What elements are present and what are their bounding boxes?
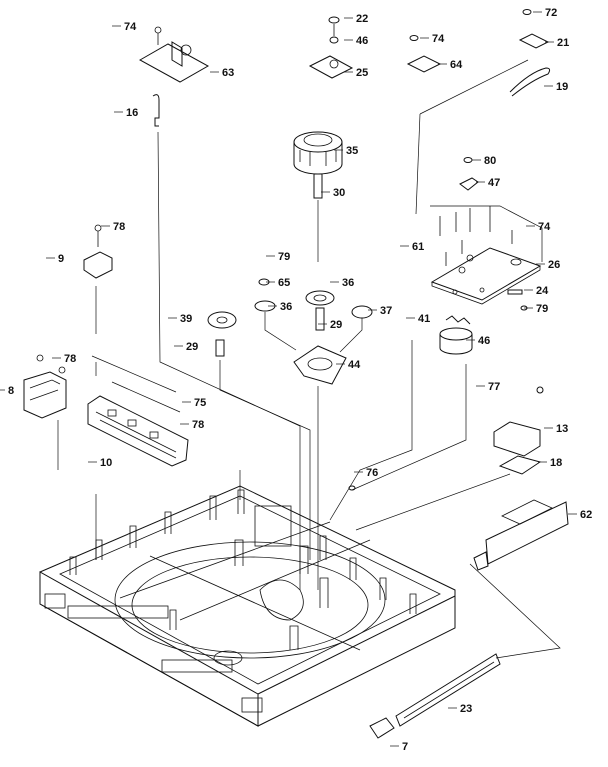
part-label-p76: 76 [366, 467, 378, 479]
part-label-p80: 80 [484, 155, 496, 167]
part-label-p78a: 78 [113, 221, 125, 233]
part-label-p46a: 46 [356, 35, 368, 47]
part-21-19 [509, 9, 551, 97]
part-label-p77: 77 [488, 381, 500, 393]
part-label-p8: 8 [8, 385, 14, 397]
part-label-p78c: 78 [192, 419, 204, 431]
part-9 [83, 224, 113, 279]
part-13-18 [493, 386, 544, 475]
part-label-p21: 21 [557, 37, 569, 49]
part-label-p47: 47 [488, 177, 500, 189]
part-label-p35: 35 [346, 145, 358, 157]
part-label-p41: 41 [418, 313, 430, 325]
part-label-p74b: 74 [432, 33, 445, 45]
part-label-p46b: 46 [478, 335, 490, 347]
part-44-group [254, 278, 373, 385]
part-62-board [473, 499, 569, 571]
part-label-p37: 37 [380, 305, 392, 317]
chassis-tray [39, 485, 456, 727]
part-25-assembly [308, 16, 354, 79]
part-47 [459, 157, 479, 191]
part-10-panel [87, 355, 189, 467]
part-label-p36a: 36 [342, 277, 354, 289]
part-label-p63: 63 [222, 67, 234, 79]
part-label-p24: 24 [536, 285, 549, 297]
part-label-p18: 18 [550, 457, 562, 469]
part-label-p79a: 79 [278, 251, 290, 263]
part-label-p72: 72 [545, 7, 557, 19]
part-label-p75: 75 [194, 397, 206, 409]
part-label-p23: 23 [460, 703, 472, 715]
part-label-p13: 13 [556, 423, 568, 435]
part-label-p19: 19 [556, 81, 568, 93]
part-label-p22: 22 [356, 13, 368, 25]
part-label-p61: 61 [412, 241, 424, 253]
part-label-p25: 25 [356, 67, 368, 79]
part-label-p62: 62 [580, 509, 592, 521]
part-label-p26: 26 [548, 259, 560, 271]
part-label-p10: 10 [100, 457, 112, 469]
part-label-p7: 7 [402, 741, 408, 753]
part-label-p44: 44 [348, 359, 361, 371]
part-label-p29a: 29 [330, 319, 342, 331]
part-39 [207, 311, 237, 357]
part-label-p39: 39 [180, 313, 192, 325]
part-63-bracket [138, 26, 210, 83]
part-26-plate [430, 205, 543, 305]
part-46-motor [439, 315, 473, 355]
part-label-p64: 64 [450, 59, 463, 71]
part-label-p65: 65 [278, 277, 290, 289]
part-label-p79b: 79 [536, 303, 548, 315]
part-label-p36b: 36 [280, 301, 292, 313]
part-16-spring [152, 94, 160, 127]
part-label-p30: 30 [333, 187, 345, 199]
part-23-rail [369, 653, 501, 739]
part-label-p78b: 78 [64, 353, 76, 365]
part-35-gear [293, 131, 343, 199]
part-label-p9: 9 [58, 253, 64, 265]
part-label-p29b: 29 [186, 341, 198, 353]
part-label-p74c: 74 [538, 221, 551, 233]
part-24 [507, 289, 528, 311]
leader-lines [57, 59, 561, 659]
part-label-p74a: 74 [124, 21, 137, 33]
part-8-button [23, 354, 67, 419]
part-label-p16: 16 [126, 107, 138, 119]
